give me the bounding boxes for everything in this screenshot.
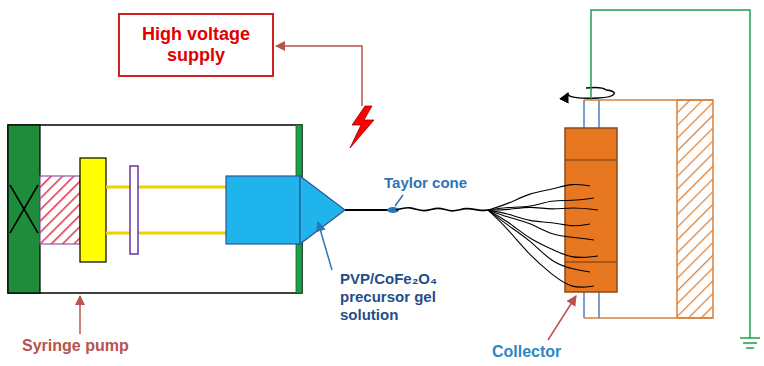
ground-symbol (740, 337, 760, 339)
plunger-rod (106, 186, 226, 189)
collector-stand (677, 100, 713, 318)
plunger-rod (106, 232, 226, 235)
leader-arrow (79, 296, 81, 334)
motor-cross (10, 185, 38, 233)
rotation-arrow (586, 88, 606, 90)
leader-line (395, 195, 403, 206)
syringe-cone (300, 176, 345, 244)
part-label: Syringe pump (22, 336, 129, 355)
ground-wire (591, 10, 750, 338)
drum-band (565, 159, 617, 160)
leader-arrow (548, 296, 576, 340)
pump-clamp (296, 243, 302, 293)
pump-clamp (296, 125, 302, 177)
voltage-supply-box: High voltage supply (118, 13, 274, 77)
motor-cross (10, 185, 38, 233)
part-label: Taylor cone (384, 174, 467, 192)
drum-band (565, 261, 617, 262)
fiber-jet (396, 208, 488, 211)
voltage-wire (276, 46, 362, 106)
fiber-jet (488, 207, 598, 210)
ground-symbol (743, 342, 757, 344)
fiber-jet (488, 210, 598, 257)
spinneret-needle (345, 209, 392, 211)
ground-symbol (746, 347, 754, 349)
lead-screw (40, 176, 80, 244)
collector-frame (584, 317, 599, 319)
part-label: Collector (492, 342, 561, 361)
pusher-block (80, 158, 106, 262)
fiber-jet (488, 184, 590, 210)
pump-housing (8, 125, 302, 293)
syringe-barrel (226, 176, 300, 244)
collector-frame (599, 99, 713, 101)
part-label: PVP/CoFe₂O₄ precursor gel solution (340, 270, 462, 324)
leader-arrow (318, 222, 332, 270)
fiber-jet (488, 210, 594, 287)
collector-frame (599, 317, 713, 319)
pump-motor-block (8, 125, 40, 293)
fiber-jet (488, 210, 590, 226)
plunger-flange (130, 166, 138, 254)
lightning-bolt (350, 106, 374, 148)
supply-label: High voltage supply (128, 24, 264, 65)
collector-drum (565, 128, 617, 292)
